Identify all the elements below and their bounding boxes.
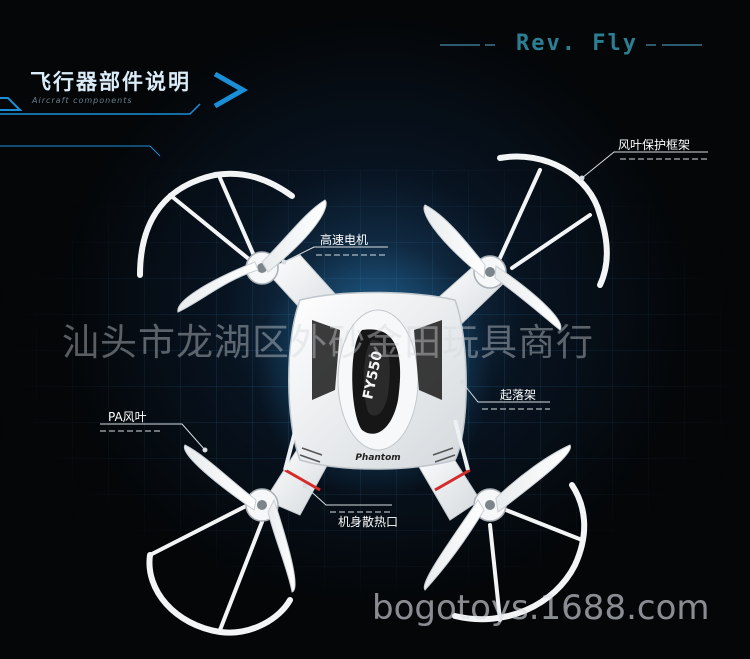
callout-vent: 机身散热口 [338, 515, 399, 529]
brand-logo: Rev. Fly [430, 30, 720, 60]
callout-guard: 风叶保护框架 [618, 138, 691, 152]
brand-dash-right-small [646, 44, 656, 46]
section-title: 飞行器部件说明 [30, 70, 191, 94]
brand-dash-left [440, 44, 480, 46]
brand-dash-right [662, 44, 702, 46]
name-plate: Phantom [355, 453, 400, 463]
callout-motor: 高速电机 [320, 233, 369, 247]
prop-guards [137, 153, 610, 636]
landing-gear [283, 419, 470, 471]
brand-dash-left-small [485, 44, 495, 46]
callout-blade: PA风叶 [108, 410, 147, 424]
shop-watermark: 汕头市龙湖区外砂金田玩具商行 [62, 321, 594, 364]
propeller-blades [177, 199, 572, 593]
url-watermark: bogotoys.1688.com [372, 588, 710, 628]
section-title-frame [0, 71, 249, 157]
brand-text: Rev. Fly [516, 31, 638, 56]
callout-landing-gear: 起落架 [500, 388, 537, 402]
section-subtitle: Aircraft components [32, 96, 133, 105]
